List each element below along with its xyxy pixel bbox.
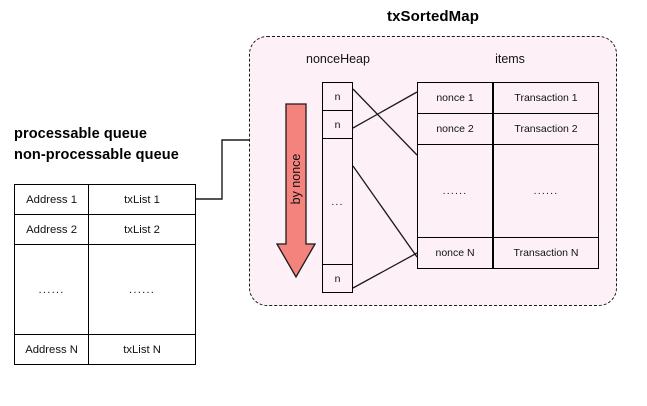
queue-cell-address-ellipsis: ...... (13, 244, 90, 335)
queue-cell-address: Address 2 (13, 214, 90, 245)
queue-cell-txlist: txList 2 (88, 214, 196, 245)
items-cell-nonce: nonce 1 (417, 82, 495, 114)
list-item: n (322, 264, 353, 293)
queue-label-processable: processable queue (14, 126, 148, 142)
queue-label-non-processable: non-processable queue (14, 147, 179, 163)
nonceheap-cell: n (322, 110, 353, 139)
queue-cell-address: Address 1 (13, 184, 90, 215)
table-row: Address 2 txList 2 (13, 214, 196, 245)
nonceheap-table: n n ... n (322, 82, 353, 293)
queue-table: Address 1 txList 1 Address 2 txList 2 ..… (13, 184, 196, 365)
table-row: nonce N Transaction N (417, 237, 600, 269)
table-row: ...... ...... (13, 244, 196, 335)
queue-cell-address: Address N (13, 334, 90, 365)
by-nonce-arrow: by nonce (275, 102, 317, 280)
table-row: nonce 2 Transaction 2 (417, 113, 600, 145)
nonceheap-cell-ellipsis: ... (322, 138, 353, 265)
list-item: n (322, 110, 353, 139)
table-row: ...... ...... (417, 144, 600, 238)
items-table: nonce 1 Transaction 1 nonce 2 Transactio… (417, 82, 600, 269)
table-row: nonce 1 Transaction 1 (417, 82, 600, 114)
items-cell-nonce-ellipsis: ...... (417, 144, 495, 238)
by-nonce-label: by nonce (289, 153, 303, 205)
list-item: n (322, 82, 353, 111)
nonceheap-header: nonceHeap (306, 52, 370, 66)
list-item: ... (322, 138, 353, 265)
down-arrow-icon (275, 103, 317, 279)
items-cell-transaction-ellipsis: ...... (492, 144, 600, 238)
items-cell-transaction: Transaction 1 (492, 82, 600, 114)
queue-labels: processable queue non-processable queue (14, 124, 244, 166)
table-row: Address N txList N (13, 334, 196, 365)
items-cell-nonce: nonce N (417, 237, 495, 269)
queue-cell-txlist: txList 1 (88, 184, 196, 215)
table-row: Address 1 txList 1 (13, 184, 196, 215)
items-header: items (495, 52, 525, 66)
queue-cell-txlist: txList N (88, 334, 196, 365)
queue-cell-txlist-ellipsis: ...... (88, 244, 196, 335)
nonceheap-cell: n (322, 264, 353, 293)
nonceheap-cell: n (322, 82, 353, 111)
items-cell-nonce: nonce 2 (417, 113, 495, 145)
items-cell-transaction: Transaction 2 (492, 113, 600, 145)
page-title: txSortedMap (387, 8, 479, 25)
items-cell-transaction: Transaction N (492, 237, 600, 269)
